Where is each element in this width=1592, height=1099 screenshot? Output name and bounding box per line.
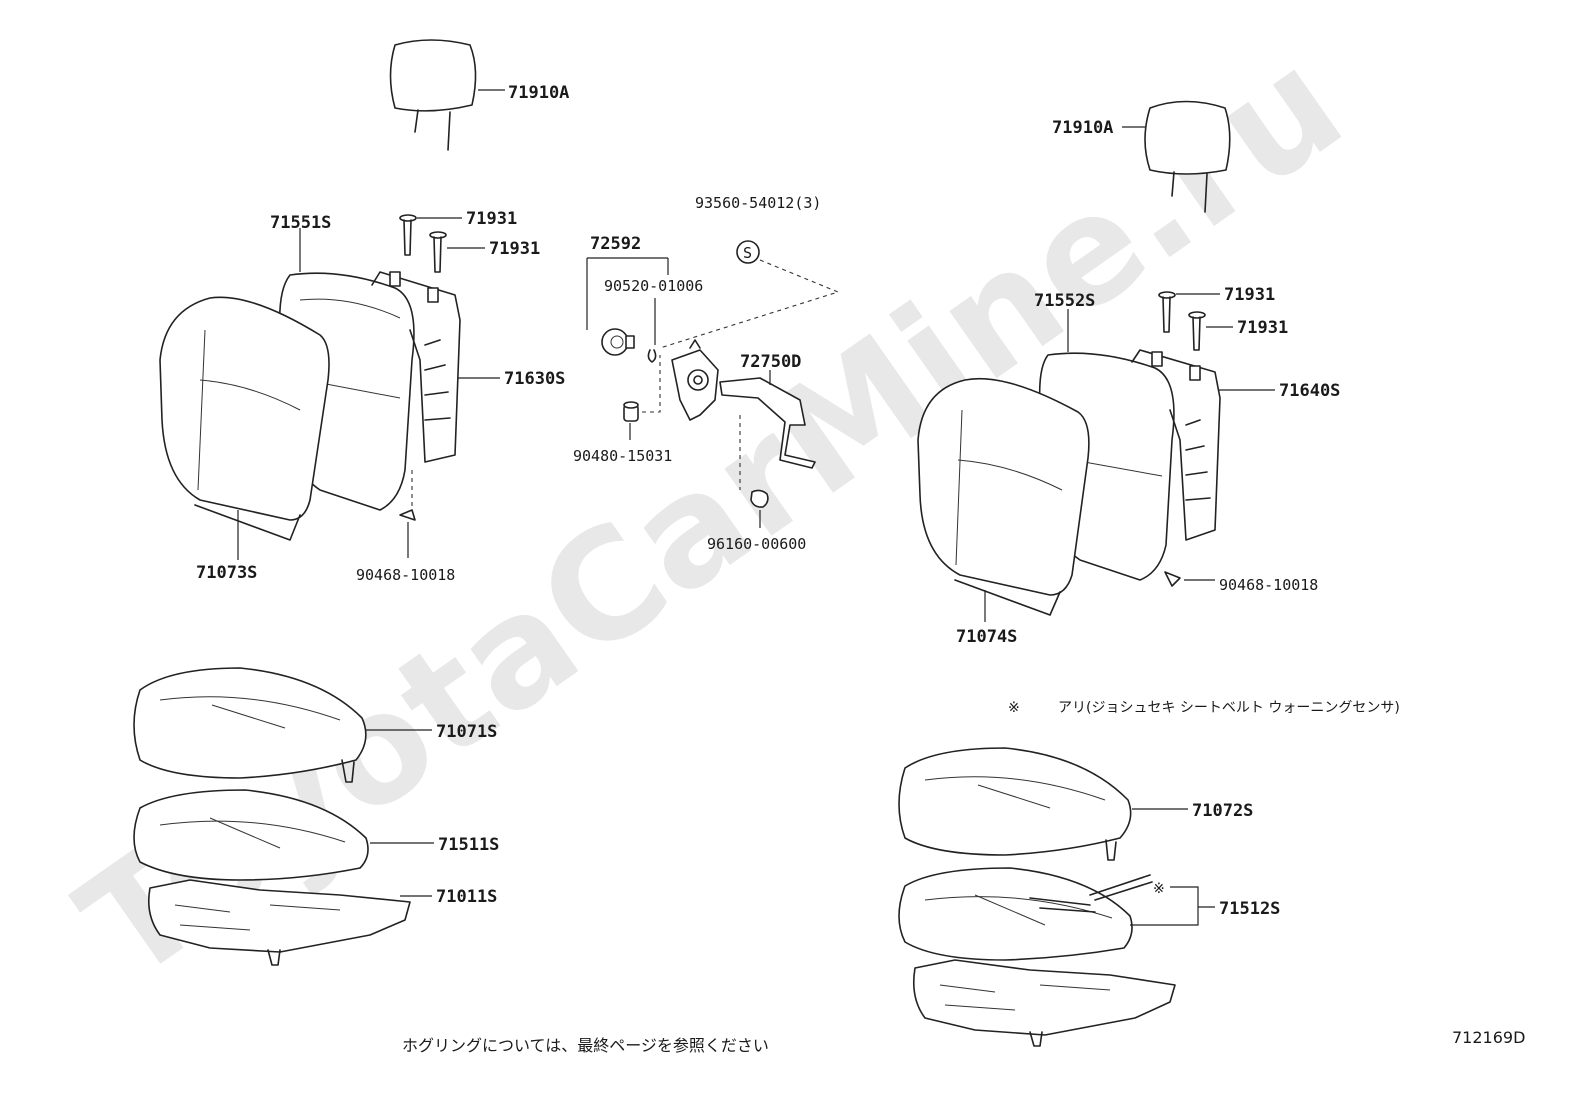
clip-part-icon [647,349,657,363]
label-pad-back-right: 71552S [1034,291,1095,311]
label-guide-left-2: 71931 [489,239,540,259]
sensor-note: アリ(ジョシュセキ シートベルト ウォーニングセンサ) [1058,700,1400,716]
screw-symbol-icon [736,240,760,264]
diagram-code: 712169D [1452,1028,1525,1047]
footer-note: ホグリングについては、最終ページを参照ください [402,1036,769,1055]
label-hog-ring-right: 90468-10018 [1219,576,1318,594]
label-cover-cushion-left: 71071S [436,722,497,742]
label-headrest-left: 71910A [508,83,569,103]
hog-ring-right-icon [1164,571,1181,587]
label-cover-back-left: 71073S [196,563,257,583]
hog-ring-left-icon [399,509,416,521]
label-guide-right-1: 71931 [1224,285,1275,305]
headrest-right [1144,100,1231,213]
label-clip: 90520-01006 [604,277,703,295]
nut-part-icon [750,489,769,508]
label-cover-back-right: 71074S [956,627,1017,647]
frame-cushion-left [147,879,411,966]
label-recliner: 72750D [740,352,801,372]
label-nut: 96160-00600 [707,535,806,553]
cover-back-left [159,296,330,541]
knob-part [601,328,635,356]
guides-right [1158,291,1206,351]
bushing-part [623,401,639,422]
label-knob: 72592 [590,234,641,254]
label-frame-cushion-left: 71011S [436,887,497,907]
cover-back-right [917,377,1090,616]
label-pad-cushion-right: 71512S [1219,899,1280,919]
label-pad-cushion-left: 71511S [438,835,499,855]
label-headrest-right: 71910A [1052,118,1113,138]
label-pad-back-left: 71551S [270,213,331,233]
asterisk-sensor-mark: ※ [1153,881,1165,897]
label-cover-cushion-right: 71072S [1192,801,1253,821]
guides-left [399,214,447,273]
label-guide-right-2: 71931 [1237,318,1288,338]
cover-cushion-left [133,667,367,783]
cover-cushion-right [898,747,1132,861]
s-symbol: S [743,244,752,262]
recliner-part [671,339,816,469]
label-guide-left-1: 71931 [466,209,517,229]
frame-cushion-right [912,959,1176,1047]
label-frame-back-left: 71630S [504,369,565,389]
frame-back-right [1131,349,1221,541]
pad-cushion-right [898,867,1153,961]
label-screw-set: 93560-54012(3) [695,194,821,212]
label-hog-ring-left: 90468-10018 [356,566,455,584]
label-frame-back-right: 71640S [1279,381,1340,401]
pad-cushion-left [133,789,369,881]
label-bushing: 90480-15031 [573,447,672,465]
headrest-left [389,39,477,151]
frame-back-left [371,271,461,463]
asterisk-note-mark: ※ [1008,700,1020,716]
